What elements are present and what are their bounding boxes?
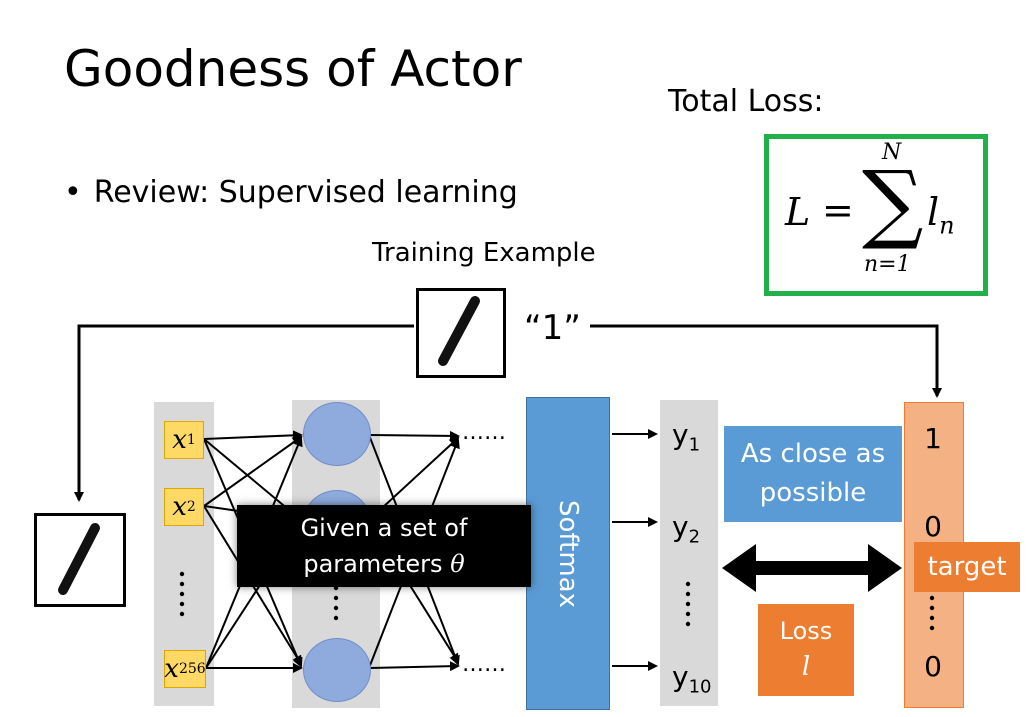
- output-y1: y1: [672, 418, 701, 456]
- target-value-2: 0: [924, 510, 942, 543]
- total-loss-label: Total Loss:: [668, 84, 824, 119]
- formula-sum-symbol: ∑: [862, 153, 924, 253]
- as-close-as-possible-box: As close as possible: [724, 426, 902, 522]
- line-to-target: [590, 324, 942, 398]
- output-y10: y10: [672, 660, 712, 698]
- parameters-line1: Given a set of: [300, 514, 468, 542]
- bullet-text: Review: Supervised learning: [93, 175, 518, 210]
- target-value-1: 1: [924, 422, 942, 455]
- formula-term-letter: l: [927, 190, 940, 234]
- double-arrow: [722, 544, 902, 592]
- loss-box: Loss l: [758, 604, 854, 696]
- formula-upper-limit: N: [882, 140, 902, 165]
- formula-box: [764, 134, 988, 296]
- vertical-ellipses: [179, 571, 935, 631]
- parameters-callout: Given a set of parameters θ: [237, 505, 531, 587]
- softmax-output-edges: [612, 429, 658, 671]
- target-tag: target: [914, 542, 1020, 592]
- input-image-left: [34, 513, 126, 607]
- theta-symbol: θ: [450, 550, 465, 578]
- hidden-neuron: [303, 402, 371, 466]
- formula-term: ln: [927, 190, 955, 240]
- digit-one-image: [438, 296, 480, 366]
- loss-symbol: l: [801, 651, 811, 682]
- formula-lhs: L: [785, 190, 811, 234]
- formula-term-subscript: n: [939, 211, 955, 240]
- softmax-label: Softmax: [553, 499, 584, 608]
- horizontal-ellipsis: ……: [462, 420, 506, 445]
- target-value-10: 0: [924, 650, 942, 683]
- training-target-label: “1”: [524, 308, 581, 348]
- loss-label: Loss: [779, 617, 833, 645]
- output-layer-column: [660, 400, 718, 706]
- parameters-line2: parameters θ: [303, 550, 465, 578]
- hidden-neuron: [303, 638, 371, 702]
- formula-lower-limit: n=1: [864, 252, 911, 277]
- bullet-dot: •: [64, 175, 82, 210]
- line-to-input-image: [74, 324, 414, 502]
- digit-one-image: [58, 523, 100, 595]
- training-example-label: Training Example: [372, 238, 596, 268]
- training-image-top: [416, 288, 506, 378]
- horizontal-ellipsis: ……: [462, 652, 506, 677]
- slide-title: Goodness of Actor: [64, 40, 522, 98]
- output-y2: y2: [672, 510, 701, 548]
- bullet-item: • Review: Supervised learning: [64, 175, 518, 210]
- formula-equals: =: [822, 188, 854, 232]
- softmax-block: Softmax: [526, 397, 610, 710]
